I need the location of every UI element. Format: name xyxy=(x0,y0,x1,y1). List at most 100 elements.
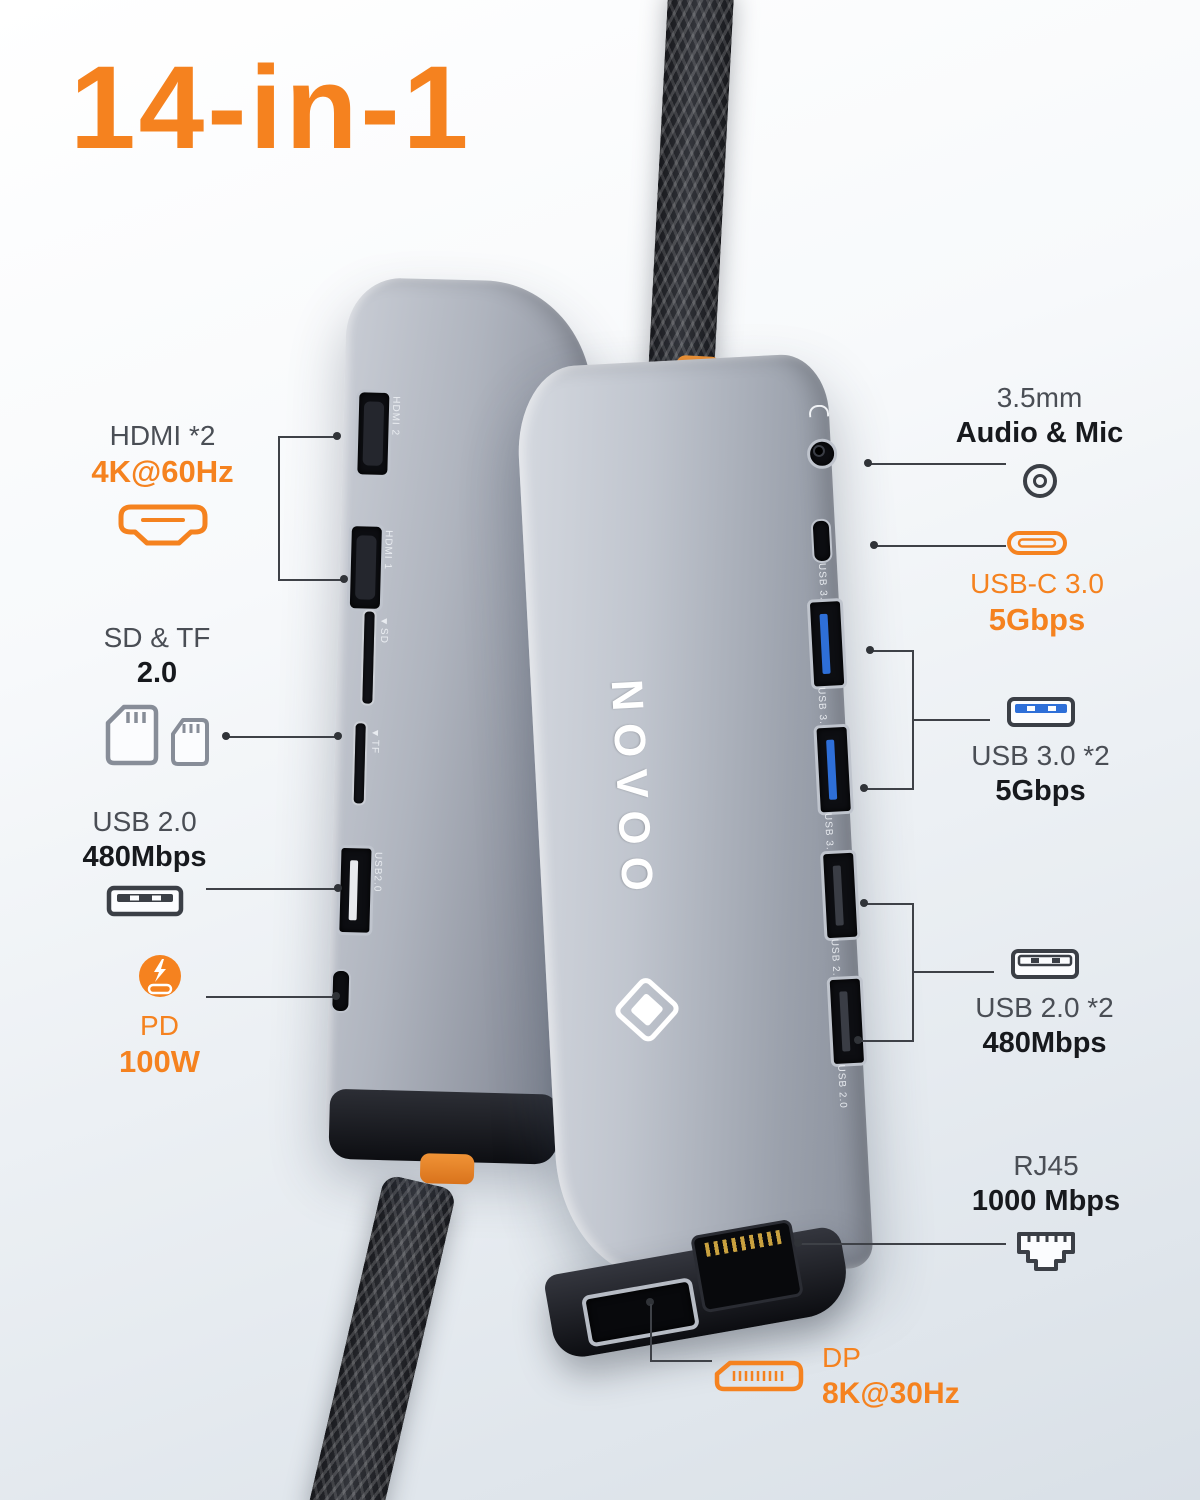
dp-port xyxy=(580,1276,701,1348)
connector-dot xyxy=(334,884,342,892)
hdmi-port-1 xyxy=(346,523,386,612)
usb2-port2-label: USB 2.0 xyxy=(835,1064,849,1110)
tf-card-icon xyxy=(171,718,209,767)
usb2x2-value: 480Mbps xyxy=(982,1027,1107,1059)
callout-hdmi: HDMI *2 4K@60Hz xyxy=(55,418,270,548)
connector-dot xyxy=(860,899,868,907)
rj45-port xyxy=(690,1218,805,1314)
usb3x2-value: 5Gbps xyxy=(995,775,1086,807)
hdmi1-port-label: HDMI 1 xyxy=(381,529,394,571)
braided-cable-bottom xyxy=(308,1173,458,1500)
callout-usb2-left: USB 2.0 480Mbps xyxy=(62,804,227,917)
callout-usb3x2: USB 3.0 *2 5Gbps xyxy=(958,696,1123,809)
callout-usb2x2: USB 2.0 *2 480Mbps xyxy=(962,948,1127,1061)
sd-card-icon xyxy=(105,705,159,766)
connector-line xyxy=(206,888,338,890)
page-title: 14-in-1 xyxy=(70,42,472,174)
hdmi-label: HDMI *2 xyxy=(109,420,216,451)
callout-dp: DP 8K@30Hz xyxy=(712,1340,960,1413)
hub-body-right: NOVOO USB 3.0 USB 3.0 USB 3.0 USB 2.0 US… xyxy=(514,352,874,1284)
audio-jack-port xyxy=(806,438,838,470)
connector-dot xyxy=(222,732,230,740)
callout-sdtf: SD & TF 2.0 xyxy=(72,620,242,767)
connector-dot xyxy=(866,646,874,654)
pd-value: 100W xyxy=(119,1044,200,1079)
connector-line xyxy=(650,1304,652,1362)
connector-line xyxy=(868,463,1006,465)
usb2-port-label: USB2.0 xyxy=(371,851,384,893)
dp-value: 8K@30Hz xyxy=(822,1377,960,1410)
tf-card-slot xyxy=(353,723,366,804)
brand-logo-text: NOVOO xyxy=(601,678,663,905)
hdmi-value: 4K@60Hz xyxy=(91,454,234,489)
audio-label: 3.5mm xyxy=(996,382,1083,413)
connector-dot xyxy=(332,992,340,1000)
pd-usbc-port xyxy=(330,968,352,1014)
hdmi2-port-label: HDMI 2 xyxy=(389,396,402,437)
connector-line xyxy=(206,996,336,998)
pd-charge-icon xyxy=(138,955,181,997)
connector-line xyxy=(858,1040,914,1042)
usb2-icon xyxy=(1010,949,1079,979)
connector-line xyxy=(650,1360,712,1362)
usb2-left-value: 480Mbps xyxy=(82,841,207,873)
usb2-port-2 xyxy=(826,975,868,1068)
usbc-data-port xyxy=(810,518,833,564)
connector-dot xyxy=(340,575,348,583)
connector-line xyxy=(912,719,990,721)
card-icons xyxy=(72,703,242,767)
dp-label: DP xyxy=(822,1342,861,1373)
connector-dot xyxy=(646,1298,654,1306)
audio-value: Audio & Mic xyxy=(955,417,1124,449)
connector-line xyxy=(874,545,1006,547)
connector-line xyxy=(798,1243,1006,1245)
dp-icon xyxy=(714,1361,804,1392)
headphone-icon xyxy=(808,404,830,418)
rj45-icon xyxy=(1017,1232,1075,1272)
connector-dot xyxy=(333,432,341,440)
sd-card-slot xyxy=(362,611,375,704)
callout-audio: 3.5mm Audio & Mic xyxy=(942,380,1137,501)
connector-dot xyxy=(854,1036,862,1044)
hdmi-icon xyxy=(118,504,207,546)
connector-line xyxy=(278,436,338,438)
cable-collar-left xyxy=(419,1153,475,1185)
usbc-label: USB-C 3.0 xyxy=(970,568,1104,599)
audio-jack-icon xyxy=(1022,464,1057,499)
tf-slot-label: ◄TF xyxy=(368,727,381,755)
hdmi-port-2 xyxy=(354,389,393,479)
callout-pd: PD 100W xyxy=(92,952,227,1082)
connector-line xyxy=(912,971,994,973)
braided-cable-top xyxy=(647,0,735,388)
connector-line xyxy=(278,437,280,581)
callout-usbc: USB-C 3.0 5Gbps xyxy=(952,530,1122,640)
connector-dot xyxy=(334,732,342,740)
pd-label: PD xyxy=(140,1010,179,1041)
usb3-port-1 xyxy=(806,597,848,690)
connector-line xyxy=(226,736,338,738)
usb3-icon xyxy=(1006,697,1075,727)
usb-c-icon xyxy=(1007,531,1067,555)
connector-dot xyxy=(870,541,878,549)
connector-dot xyxy=(864,459,872,467)
connector-dot xyxy=(794,1239,802,1247)
sdtf-value: 2.0 xyxy=(136,657,178,689)
rj45-value: 1000 Mbps xyxy=(971,1185,1121,1217)
connector-line xyxy=(870,650,914,652)
usb3x2-label: USB 3.0 *2 xyxy=(971,740,1110,771)
usb2-port-1 xyxy=(819,849,861,942)
usb3-port-2 xyxy=(813,723,854,816)
connector-line xyxy=(864,903,914,905)
brand-logo-icon xyxy=(611,974,683,1046)
sdtf-label: SD & TF xyxy=(103,622,211,653)
sd-slot-label: ◄SD xyxy=(377,615,390,645)
usbc-value: 5Gbps xyxy=(988,602,1086,637)
connector-dot xyxy=(860,784,868,792)
usb2-port-left xyxy=(336,844,375,936)
usb2x2-label: USB 2.0 *2 xyxy=(975,992,1114,1023)
connector-line xyxy=(864,788,914,790)
rj45-label: RJ45 xyxy=(1013,1150,1079,1181)
callout-rj45: RJ45 1000 Mbps xyxy=(962,1148,1130,1277)
usb2-left-label: USB 2.0 xyxy=(92,806,197,837)
